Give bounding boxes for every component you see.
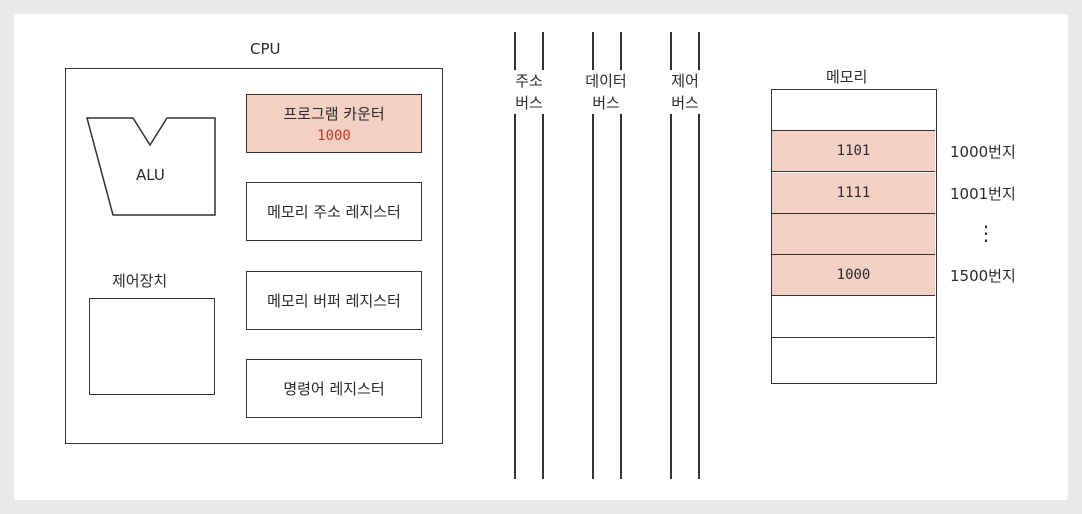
register-memory-buffer: 메모리 버퍼 레지스터 bbox=[246, 271, 422, 330]
memory-ellipsis: ⋮ bbox=[976, 220, 996, 245]
data-bus-label: 데이터 버스 bbox=[576, 70, 636, 114]
address-bus-line-left bbox=[514, 32, 516, 479]
memory-cell bbox=[772, 338, 935, 383]
alu-label: ALU bbox=[136, 166, 165, 184]
data-bus-line-left bbox=[592, 32, 594, 479]
memory-title: 메모리 bbox=[826, 68, 868, 86]
bus-label-line: 주소 bbox=[515, 72, 543, 90]
register-label: 프로그램 카운터 bbox=[283, 105, 385, 123]
control-bus-line-left bbox=[670, 32, 672, 479]
memory-cell bbox=[772, 90, 935, 131]
bus-label-line: 버스 bbox=[671, 94, 699, 112]
register-memory-address: 메모리 주소 레지스터 bbox=[246, 182, 422, 241]
register-label: 메모리 주소 레지스터 bbox=[267, 203, 401, 221]
control-bus-label: 제어 버스 bbox=[660, 70, 710, 114]
bus-label-line: 제어 bbox=[671, 72, 699, 90]
register-instruction: 명령어 레지스터 bbox=[246, 359, 422, 418]
register-program-counter: 프로그램 카운터 1000 bbox=[246, 94, 422, 153]
cpu-title: CPU bbox=[250, 40, 281, 58]
memory-cell bbox=[772, 297, 935, 338]
memory-cell bbox=[772, 214, 935, 255]
diagram-canvas: CPU ALU 제어장치 프로그램 카운터 1000 메모리 주소 레지스터 메… bbox=[14, 14, 1068, 500]
bus-label-line: 데이터 bbox=[585, 72, 627, 90]
memory-cell-value: 1111 bbox=[836, 185, 871, 201]
memory-cell: 1101 bbox=[772, 131, 935, 172]
register-value: 1000 bbox=[317, 128, 351, 144]
register-label: 명령어 레지스터 bbox=[283, 380, 385, 398]
bus-label-line: 버스 bbox=[592, 94, 620, 112]
memory-address-label: 1000번지 bbox=[950, 142, 1016, 161]
memory-cell-value: 1101 bbox=[836, 143, 871, 159]
memory-cell: 1000 bbox=[772, 255, 935, 296]
address-bus-line-right bbox=[542, 32, 544, 479]
register-label: 메모리 버퍼 레지스터 bbox=[267, 292, 401, 310]
memory-cell: 1111 bbox=[772, 173, 935, 214]
memory-box: 1101 1111 1000 bbox=[771, 89, 937, 384]
data-bus-line-right bbox=[620, 32, 622, 479]
bus-label-line: 버스 bbox=[515, 94, 543, 112]
alu-shape bbox=[86, 117, 216, 216]
memory-address-label: 1001번지 bbox=[950, 184, 1016, 203]
memory-address-label: 1500번지 bbox=[950, 266, 1016, 285]
control-bus-line-right bbox=[698, 32, 700, 479]
control-unit-box bbox=[89, 298, 215, 395]
control-unit-label: 제어장치 bbox=[112, 272, 168, 290]
address-bus-label: 주소 버스 bbox=[504, 70, 554, 114]
memory-cell-value: 1000 bbox=[836, 267, 871, 283]
